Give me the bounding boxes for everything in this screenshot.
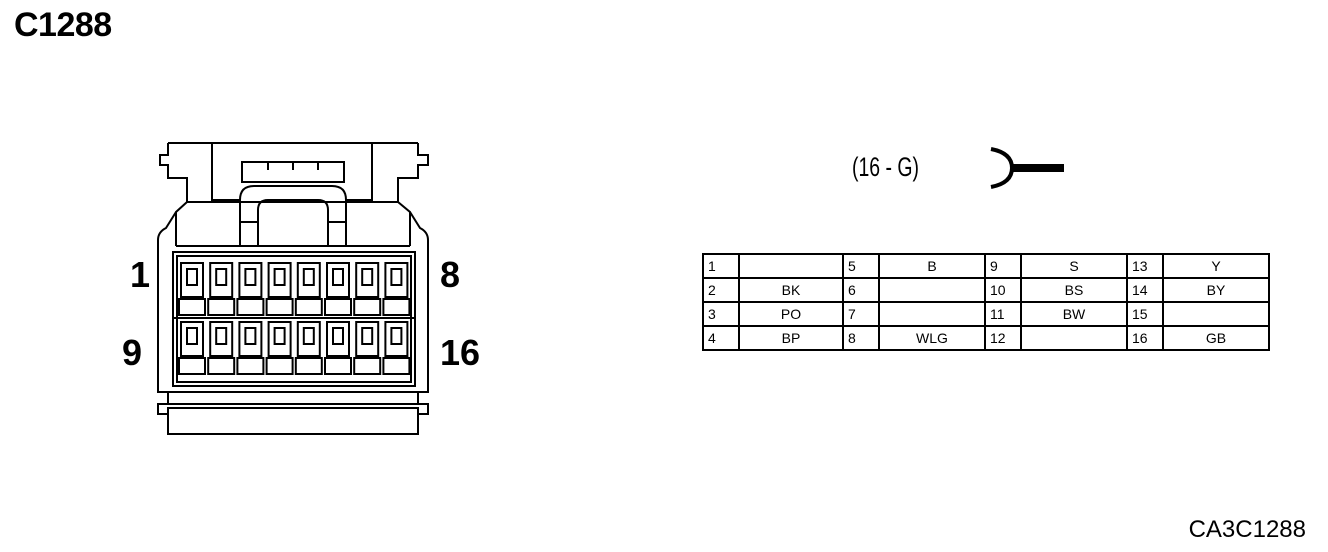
wire-color: Y <box>1162 253 1270 279</box>
pin-cavity-detail <box>390 327 403 345</box>
pin-label-16: 16 <box>440 332 481 373</box>
pin-cavity-lock <box>265 298 294 316</box>
pin-number: 4 <box>702 325 740 351</box>
wire-color <box>878 301 986 327</box>
pin-cavity <box>326 321 350 357</box>
pin-cavity <box>209 262 234 298</box>
pin-cavity-lock <box>324 298 352 316</box>
pin-cavity-lock <box>353 298 382 316</box>
pin-cavity <box>384 321 409 357</box>
pin-cavity-lock <box>236 357 265 375</box>
pin-cavity-lock <box>294 357 323 375</box>
pin-number: 1 <box>702 253 740 279</box>
pin-number: 5 <box>842 253 880 279</box>
pin-cavity-detail <box>273 268 286 286</box>
pin-number: 2 <box>702 277 740 303</box>
pin-cavity-detail <box>390 268 403 286</box>
pin-cavity-lock <box>265 357 294 375</box>
connector-title: C1288 <box>14 6 112 44</box>
pin-cavity-lock <box>178 298 206 316</box>
pin-cavity-lock <box>382 357 411 375</box>
pin-number: 8 <box>842 325 880 351</box>
pin-cavity <box>238 262 263 298</box>
pin-cavity <box>267 262 292 298</box>
wire-color: WLG <box>878 325 986 351</box>
pin-cavity-detail <box>215 268 228 286</box>
pin-cavity-detail <box>244 327 257 345</box>
wire-color <box>1020 325 1128 351</box>
pin-label-9: 9 <box>122 332 143 373</box>
pin-cavity-lock <box>294 298 323 316</box>
connector-spec: (16 - G) <box>852 152 919 182</box>
pin-cavity-detail <box>186 268 198 286</box>
pin-cavity-lock <box>207 298 236 316</box>
pin-number: 3 <box>702 301 740 327</box>
pin-cavity <box>384 262 409 298</box>
pin-cavity <box>296 321 321 357</box>
pin-cavity <box>296 262 321 298</box>
pin-cavity <box>209 321 234 357</box>
pin-cavity-detail <box>186 327 198 345</box>
wire-color: BS <box>1020 277 1128 303</box>
pin-number: 11 <box>984 301 1022 327</box>
wire-color: S <box>1020 253 1128 279</box>
pin-cavity-detail <box>332 327 344 345</box>
pin-label-8: 8 <box>440 254 461 295</box>
wire-color <box>1162 301 1270 327</box>
pin-cavity-detail <box>361 327 374 345</box>
wire-color: PO <box>738 301 844 327</box>
wire-color: GB <box>1162 325 1270 351</box>
wire-color <box>878 277 986 303</box>
pin-cavity <box>238 321 263 357</box>
pin-number: 14 <box>1126 277 1164 303</box>
pin-number: 10 <box>984 277 1022 303</box>
pin-cavity-detail <box>302 327 315 345</box>
pin-cavity-lock <box>382 298 411 316</box>
wire-color: BK <box>738 277 844 303</box>
pin-cavity <box>180 321 204 357</box>
pin-cavity-detail <box>302 268 315 286</box>
pin-cavity <box>180 262 204 298</box>
pin-cavity-lock <box>236 298 265 316</box>
pin-cavity-detail <box>244 268 257 286</box>
pin-number: 7 <box>842 301 880 327</box>
drawing-code: CA3C1288 <box>1188 516 1306 543</box>
pin-cavity <box>355 262 380 298</box>
pin-cavity <box>355 321 380 357</box>
pin-number: 13 <box>1126 253 1164 279</box>
pin-cavity-lock <box>207 357 236 375</box>
wire-color <box>738 253 844 279</box>
pin-number: 16 <box>1126 325 1164 351</box>
pin-cavity <box>326 262 350 298</box>
wire-color: BP <box>738 325 844 351</box>
pin-cavity-lock <box>178 357 206 375</box>
pin-number: 15 <box>1126 301 1164 327</box>
pin-cavity-detail <box>215 327 228 345</box>
wire-color: B <box>878 253 986 279</box>
wire-color: BY <box>1162 277 1270 303</box>
wire-color: BW <box>1020 301 1128 327</box>
pin-cavity-detail <box>361 268 374 286</box>
pin-number: 9 <box>984 253 1022 279</box>
pin-number: 12 <box>984 325 1022 351</box>
pin-cavity-lock <box>324 357 352 375</box>
pin-cavity <box>267 321 292 357</box>
pin-cavity-lock <box>353 357 382 375</box>
pin-label-1: 1 <box>130 254 151 295</box>
pin-cavity-detail <box>332 268 344 286</box>
pin-cavity-detail <box>273 327 286 345</box>
pin-number: 6 <box>842 277 880 303</box>
